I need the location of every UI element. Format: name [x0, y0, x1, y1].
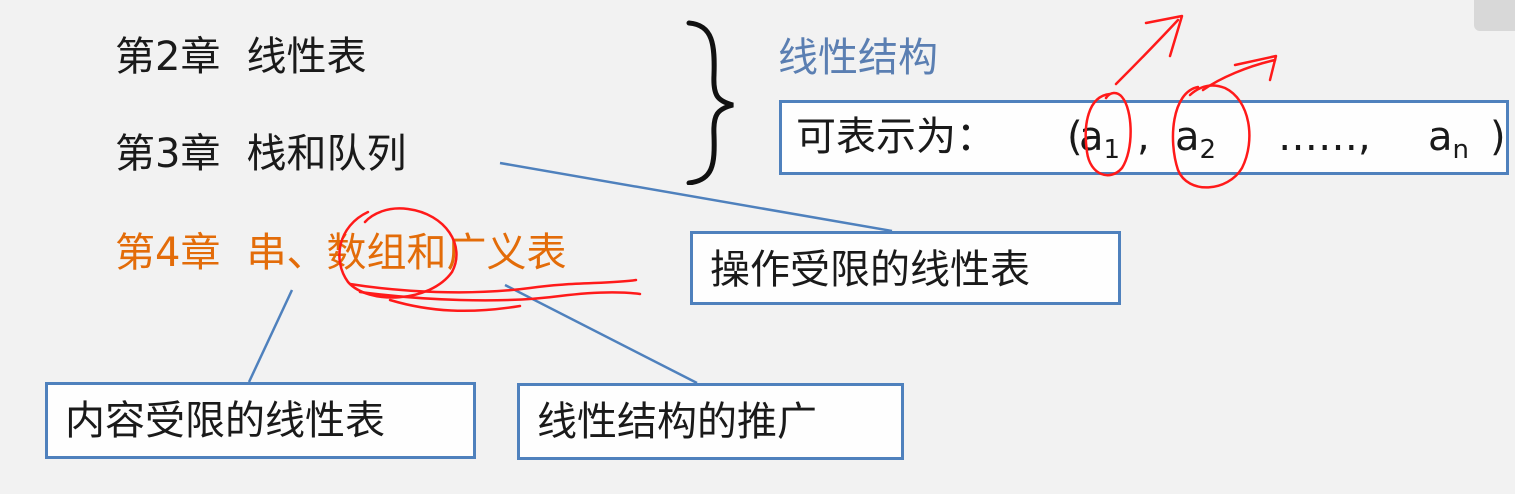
window-corner-control[interactable] [1474, 0, 1515, 31]
chapter-3-line: 第3章栈和队列 [115, 130, 406, 178]
sequence-ellipsis: ……, [1278, 114, 1371, 160]
chapter-4-title: 串、数组和广义表 [246, 230, 567, 276]
linear-structure-heading: 线性结构 [778, 35, 938, 81]
element-a1-base: a [1079, 114, 1104, 160]
sequence-comma: , [1137, 114, 1150, 160]
restricted-content-text: 内容受限的线性表 [65, 398, 385, 444]
chapter-2-line: 第2章线性表 [115, 33, 366, 81]
generalization-callout: 线性结构的推广 [517, 383, 904, 460]
element-a1-subscript: 1 [1103, 135, 1121, 165]
representation-box: 可表示为： ( a1 , a2 ……, an ) [779, 100, 1509, 175]
element-a2-subscript: 2 [1199, 135, 1217, 165]
right-brace [686, 20, 734, 185]
element-an-base: a [1428, 114, 1453, 160]
element-a2-base: a [1175, 114, 1200, 160]
element-an-subscript: n [1452, 135, 1469, 165]
red-arrow-a1-shaft [1114, 18, 1180, 86]
element-an: an [1428, 113, 1469, 166]
chapter-2-number: 第2章 [115, 34, 221, 80]
chapter-3-number: 第3章 [115, 131, 221, 177]
sequence-open-paren: ( [1067, 114, 1083, 160]
element-a1: a1 [1079, 113, 1120, 166]
red-arrow-a1-head [1144, 14, 1184, 58]
red-arrow-a2-shaft [1201, 58, 1277, 92]
representation-label: 可表示为： [796, 114, 996, 160]
chapter-3-title: 栈和队列 [246, 131, 407, 177]
chapter-4-line: 第4章串、数组和广义表 [115, 229, 566, 277]
connector-array-generalized [504, 283, 698, 385]
red-underline-2 [358, 290, 642, 302]
connector-string [247, 289, 294, 383]
sequence-close-paren: ) [1490, 114, 1506, 160]
red-underline-1 [348, 278, 638, 294]
element-a2: a2 [1175, 113, 1216, 166]
restricted-content-callout: 内容受限的线性表 [45, 382, 476, 459]
generalization-text: 线性结构的推广 [537, 399, 817, 445]
chapter-4-number: 第4章 [115, 230, 221, 276]
red-arrow-a2-head [1233, 54, 1278, 82]
restricted-operations-text: 操作受限的线性表 [710, 247, 1030, 293]
chapter-2-title: 线性表 [246, 34, 367, 80]
restricted-operations-callout: 操作受限的线性表 [690, 231, 1121, 305]
red-underline-3 [388, 298, 522, 313]
